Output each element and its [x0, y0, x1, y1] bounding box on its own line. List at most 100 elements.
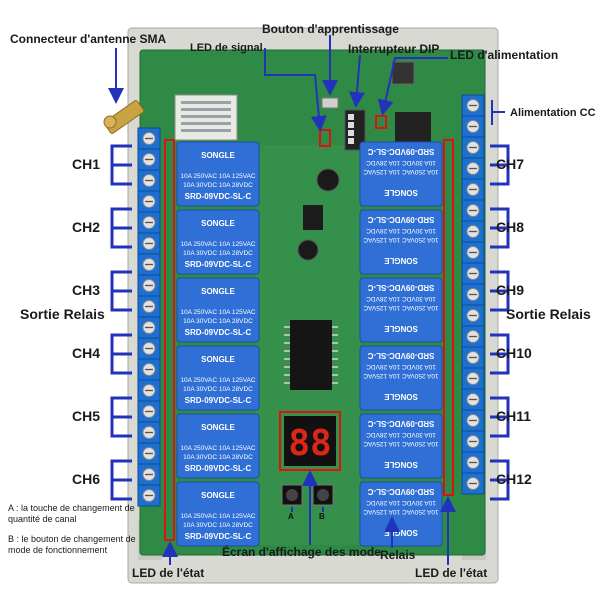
channel-bracket — [110, 333, 132, 375]
label-status-led-right: LED de l'état — [415, 566, 488, 580]
relay-rating-1: 10A 250VAC 10A 125VAC — [180, 309, 256, 316]
channel-label: CH7 — [496, 156, 525, 172]
relay-model: SRD-09VDC-SL-C — [367, 215, 434, 224]
ic-small — [303, 205, 323, 230]
channel-brackets-left — [110, 144, 132, 501]
capacitor-1 — [316, 168, 340, 192]
relay-brand: SONGLE — [383, 392, 417, 401]
channel-label: CH9 — [496, 282, 525, 298]
relay-rating-2: 10A 30VDC 10A 28VDC — [183, 182, 253, 189]
callout-dc-power — [491, 100, 505, 125]
relay-rating-2: 10A 30VDC 10A 28VDC — [183, 454, 253, 461]
relay-rating-1: 10A 250VAC 10A 125VAC — [363, 168, 439, 175]
relay: SONGLE 10A 250VAC 10A 125VAC 10A 30VDC 10A… — [176, 277, 260, 343]
relay-model: SRD-09VDC-SL-C — [185, 260, 252, 269]
relay-model: SRD-09VDC-SL-C — [367, 487, 434, 496]
relay-rating-2: 10A 30VDC 10A 28VDC — [183, 318, 253, 325]
label-button-a: A — [288, 512, 294, 521]
power-led-highlight — [375, 115, 387, 129]
microcontroller-pins — [284, 326, 338, 384]
capacitor-2 — [297, 239, 319, 261]
label-relay-output-right: Sortie Relais — [506, 306, 591, 322]
terminal-block-left — [137, 127, 161, 507]
relay-brand: SONGLE — [383, 256, 417, 265]
relay-brand: SONGLE — [201, 287, 235, 296]
relay: SONGLE 10A 250VAC 10A 125VAC 10A 30VDC 10A… — [359, 209, 443, 275]
channel-label: CH10 — [496, 345, 532, 361]
power-inductor — [391, 61, 415, 85]
label-button-b: B — [319, 512, 325, 521]
label-mode-display: Écran d'affichage des mode — [222, 545, 381, 559]
channel-label: CH4 — [71, 345, 100, 361]
channel-bracket — [490, 270, 510, 312]
relay-brand: SONGLE — [201, 423, 235, 432]
voltage-regulator — [395, 112, 431, 142]
relay-rating-2: 10A 30VDC 10A 28VDC — [366, 499, 436, 506]
status-led-strip-right — [443, 139, 454, 496]
channel-label: CH8 — [496, 219, 525, 235]
callout-lines — [108, 35, 505, 565]
relay-brand: SONGLE — [383, 460, 417, 469]
channel-bracket — [110, 207, 132, 249]
callout-dip-switch — [349, 54, 365, 108]
relay: SONGLE 10A 250VAC 10A 125VAC 10A 30VDC 10A… — [176, 413, 260, 479]
relay-rating-2: 10A 30VDC 10A 28VDC — [183, 386, 253, 393]
relay-rating-1: 10A 250VAC 10A 125VAC — [363, 304, 439, 311]
relay-rating-1: 10A 250VAC 10A 125VAC — [180, 377, 256, 384]
terminal-block-right — [461, 94, 485, 495]
terminal-slot — [461, 472, 485, 495]
relay-rating-1: 10A 250VAC 10A 125VAC — [363, 508, 439, 515]
label-dc-power: Alimentation CC — [510, 107, 596, 119]
status-led-strip-left — [164, 139, 175, 541]
label-dip-switch: Interrupteur DIP — [348, 42, 440, 56]
relay-model: SRD-09VDC-SL-C — [185, 396, 252, 405]
sma-connector — [103, 100, 145, 134]
channel-bracket — [490, 144, 510, 186]
relays-left-column: SONGLE 10A 250VAC 10A 125VAC 10A 30VDC 10A… — [176, 141, 260, 547]
channel-bracket — [490, 207, 510, 249]
relay-model: SRD-09VDC-SL-C — [185, 464, 252, 473]
relay-brand: SONGLE — [383, 324, 417, 333]
relay-brand: SONGLE — [201, 151, 235, 160]
relay-rating-1: 10A 250VAC 10A 125VAC — [363, 236, 439, 243]
channel-label: CH1 — [71, 156, 100, 172]
relay-brand: SONGLE — [201, 219, 235, 228]
label-learn-button: Bouton d'apprentissage — [262, 22, 399, 36]
label-relay-output-left: Sortie Relais — [20, 306, 105, 322]
relay-rating-2: 10A 30VDC 10A 28VDC — [183, 522, 253, 529]
channel-label: CH6 — [71, 471, 100, 487]
mode-display-digits: 88 — [288, 423, 331, 464]
relay-rating-2: 10A 30VDC 10A 28VDC — [183, 250, 253, 257]
relay-rating-2: 10A 30VDC 10A 28VDC — [366, 227, 436, 234]
terminal-slot — [137, 484, 161, 507]
relay-brand: SONGLE — [383, 188, 417, 197]
relay-brand: SONGLE — [201, 355, 235, 364]
relay-rating-1: 10A 250VAC 10A 125VAC — [363, 372, 439, 379]
channel-bracket — [490, 396, 510, 438]
channel-label: CH3 — [71, 282, 100, 298]
relay-model: SRD-09VDC-SL-C — [185, 532, 252, 541]
channel-label: CH2 — [71, 219, 100, 235]
relays-right-column: SONGLE 10A 250VAC 10A 125VAC 10A 30VDC 10A… — [359, 141, 443, 547]
note-button-b: B : le bouton de changement de mode de f… — [8, 534, 136, 555]
relay-model: SRD-09VDC-SL-C — [367, 147, 434, 156]
learn-button — [321, 97, 339, 109]
channel-bracket — [110, 144, 132, 186]
label-power-led: LED d'alimentation — [450, 48, 559, 62]
callout-power-led — [377, 57, 448, 116]
relay-rating-1: 10A 250VAC 10A 125VAC — [180, 445, 256, 452]
dip-switch — [344, 109, 366, 151]
label-sma-connector: Connecteur d'antenne SMA — [10, 32, 167, 46]
relay-rating-2: 10A 30VDC 10A 28VDC — [366, 295, 436, 302]
channel-bracket — [110, 396, 132, 438]
note-button-a: A : la touche de changement de quantité … — [8, 503, 135, 524]
channel-label: CH11 — [496, 408, 532, 424]
